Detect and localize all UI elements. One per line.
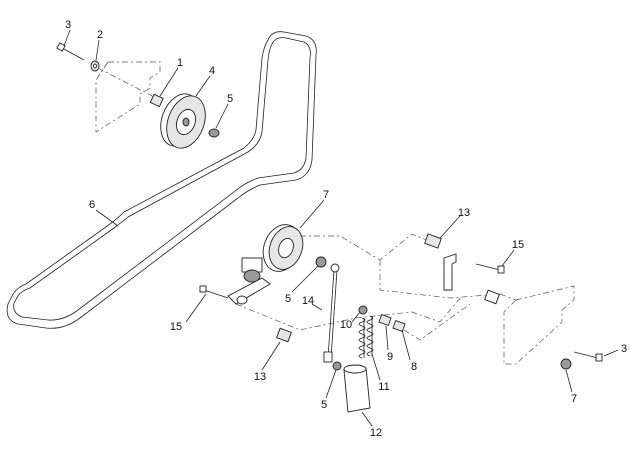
nut-5-upper <box>208 128 220 138</box>
callout-5-mid: 5 <box>285 293 291 305</box>
callout-8: 8 <box>411 361 417 373</box>
idler-arm <box>227 277 271 305</box>
callout-labels: 3 2 1 4 5 6 7 5 13 15 15 14 10 9 8 11 13… <box>65 19 627 439</box>
callout-9: 9 <box>387 351 393 363</box>
callout-15-right: 15 <box>512 239 524 251</box>
callout-1: 1 <box>177 57 183 69</box>
callout-6: 6 <box>89 199 95 211</box>
spacer-1 <box>149 93 164 108</box>
idler-pulley-4 <box>160 93 206 149</box>
lower-bracket-outline <box>484 285 575 365</box>
callout-12: 12 <box>370 427 382 439</box>
spacer-9 <box>378 313 392 327</box>
bolt-3-right <box>573 351 603 362</box>
callout-10: 10 <box>340 319 352 331</box>
callout-11: 11 <box>378 381 389 393</box>
leader-lines <box>63 29 619 427</box>
callout-5-lower: 5 <box>321 399 327 411</box>
spacer-13-right <box>424 233 442 249</box>
bolt-15-right <box>475 263 505 274</box>
nut-5-mid <box>315 256 327 268</box>
callout-7-pulley: 7 <box>323 189 329 201</box>
callout-4: 4 <box>209 65 215 77</box>
callout-3-top: 3 <box>65 19 71 31</box>
callout-5-upper: 5 <box>227 93 233 105</box>
nut-5-lower <box>332 361 342 371</box>
callout-2: 2 <box>97 29 103 41</box>
callout-13-left: 13 <box>254 371 266 383</box>
callout-7-nut: 7 <box>571 393 577 405</box>
adjust-rod-14 <box>323 263 340 363</box>
spring-11 <box>358 315 374 359</box>
nut-7-lower <box>560 358 572 370</box>
callout-13-right: 13 <box>458 207 470 219</box>
nut-10 <box>358 305 368 315</box>
callout-14: 14 <box>302 295 314 307</box>
spacer-13-left <box>276 327 292 343</box>
sleeve-12 <box>343 364 371 413</box>
upper-bracket-outline <box>95 61 161 133</box>
callout-15-left: 15 <box>170 321 182 333</box>
washer-2 <box>90 60 100 72</box>
idler-pulley-7 <box>241 224 304 283</box>
callout-3-right: 3 <box>621 343 627 355</box>
bolt-3-top <box>56 42 85 61</box>
bushing-8 <box>392 319 406 333</box>
right-mount-plate <box>443 253 457 291</box>
bolt-15-left <box>199 285 229 299</box>
drive-belt <box>6 31 317 329</box>
